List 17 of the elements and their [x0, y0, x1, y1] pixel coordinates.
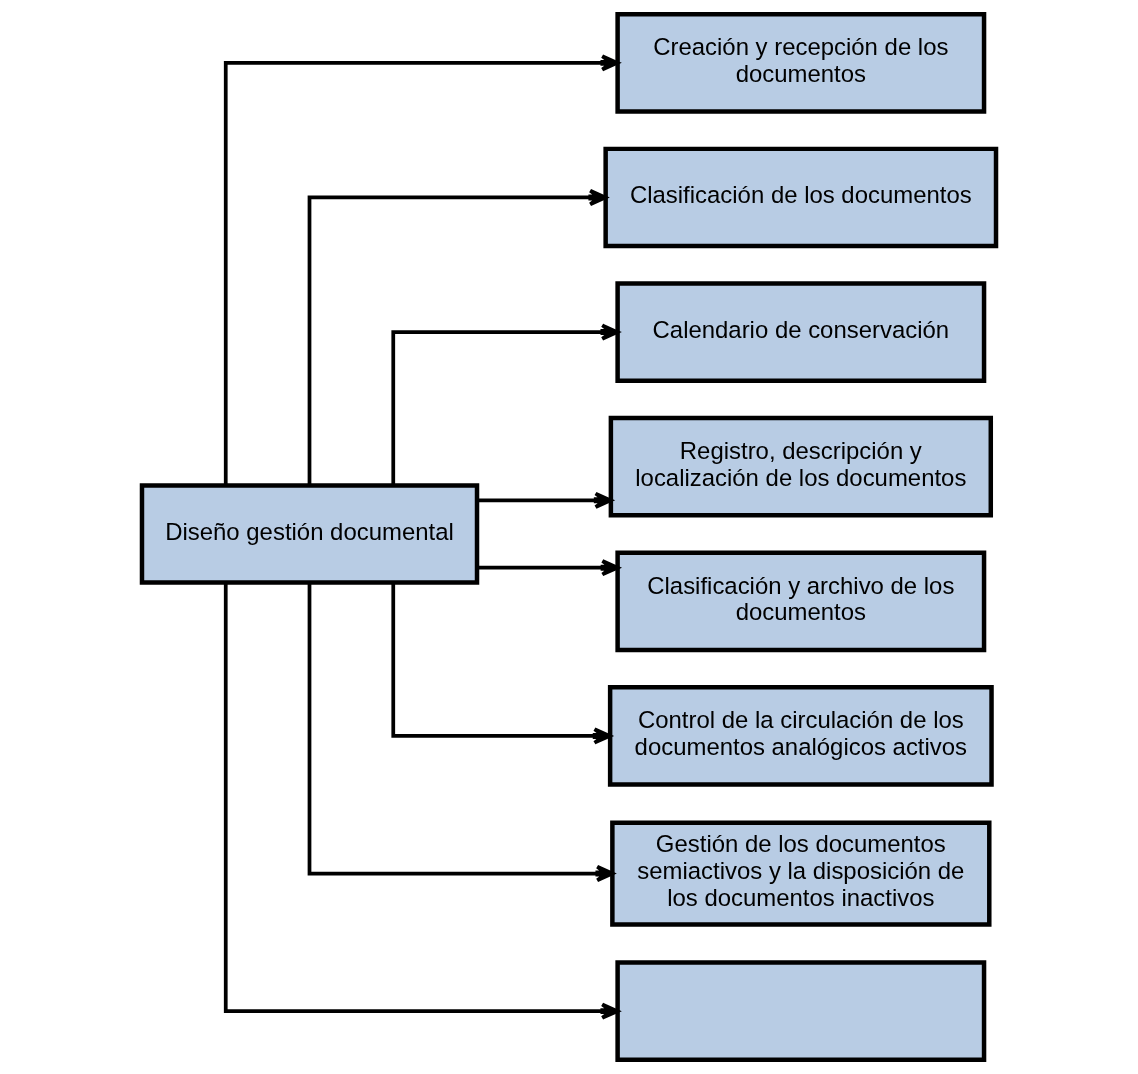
node-box: Clasificación de los documentos: [603, 146, 999, 249]
node-box: Clasificación y archivo de los documentos: [615, 550, 987, 653]
node-box: Calendario de conservación: [615, 281, 987, 383]
arrow: [391, 582, 612, 745]
arrow: [477, 491, 613, 509]
node-box: [615, 960, 987, 1062]
arrow: [307, 582, 615, 883]
arrow: [477, 559, 620, 577]
node-box: Registro, descripción y localización de los documentos: [608, 415, 994, 518]
arrow: [307, 188, 608, 486]
node-box: Diseño gestión documental: [139, 483, 480, 585]
node-box: Control de la circulación de los documentos analógicos activos: [607, 685, 994, 787]
node-box: Gestión de los documentos semiactivos y la disposición de los documentos inactivos: [610, 820, 992, 927]
arrow: [223, 54, 620, 486]
arrow: [391, 323, 620, 486]
arrow: [223, 582, 620, 1020]
node-box: Creación y recepción de los documentos: [615, 12, 987, 114]
